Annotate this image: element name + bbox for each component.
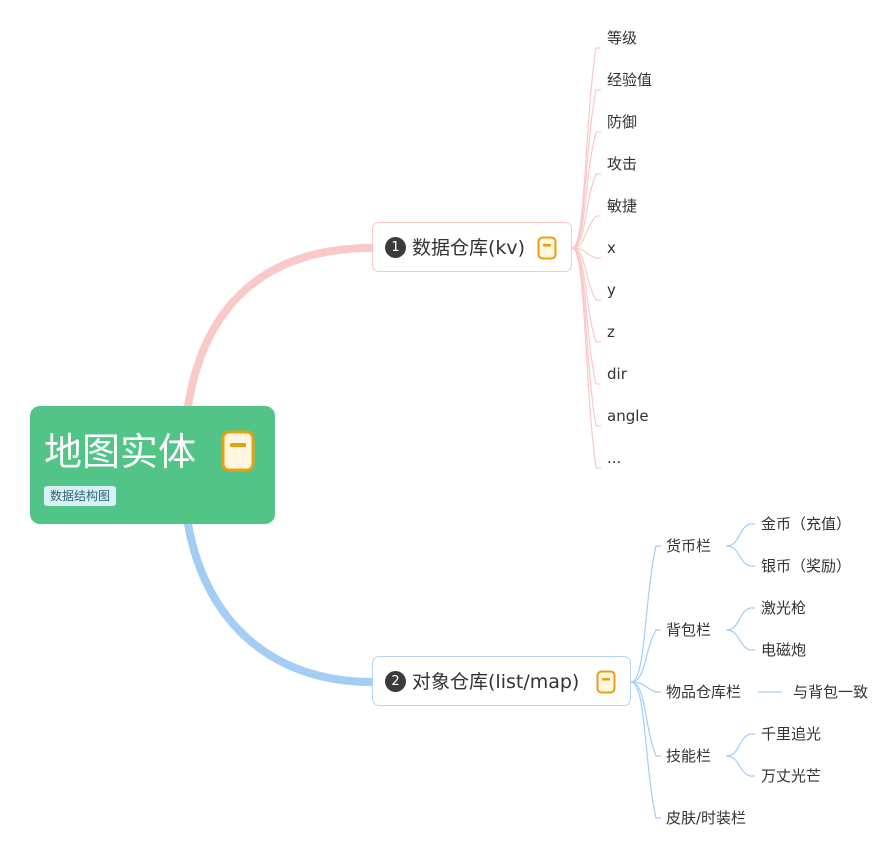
root-to-branch-2-link: [184, 520, 376, 686]
child-node-4[interactable]: 技能栏: [666, 747, 712, 765]
branch-label: 对象仓库(list/map): [412, 671, 580, 693]
branch-node-1[interactable]: 1 数据仓库(kv): [372, 222, 572, 272]
grandchild-node[interactable]: 千里追光: [761, 725, 822, 743]
leaf-2[interactable]: 经验值: [607, 71, 653, 89]
grandchild-node[interactable]: 电磁炮: [761, 641, 807, 659]
child-node-1[interactable]: 货币栏: [666, 537, 712, 555]
grandchild-node[interactable]: 银币（奖励）: [761, 557, 852, 575]
grandchild-link: [725, 523, 755, 547]
branch-2-leaf-links: [630, 523, 782, 819]
leaf-7[interactable]: y: [607, 281, 616, 299]
grandchild-link: [725, 733, 755, 757]
child-link: [630, 629, 661, 683]
grandchild-node[interactable]: 激光枪: [761, 599, 807, 617]
leaf-8[interactable]: z: [607, 323, 615, 341]
branch-number-badge: 1: [385, 237, 406, 258]
root-tag: 数据结构图: [44, 486, 117, 506]
note-icon[interactable]: [537, 236, 557, 260]
leaf-6[interactable]: x: [607, 239, 616, 257]
leaf-10[interactable]: angle: [607, 407, 649, 425]
leaf-5[interactable]: 敏捷: [607, 197, 638, 215]
leaf-link: [571, 131, 601, 249]
leaf-link: [571, 215, 601, 249]
branch-1-leaf-links: [571, 47, 601, 469]
root-title: 地图实体: [44, 430, 197, 474]
leaf-link: [571, 89, 601, 249]
grandchild-link: [725, 629, 755, 651]
leaf-link: [571, 173, 601, 249]
child-node-2[interactable]: 背包栏: [666, 621, 712, 639]
note-icon[interactable]: [596, 670, 616, 694]
leaf-9[interactable]: dir: [607, 365, 627, 383]
root-node[interactable]: 地图实体 数据结构图: [30, 406, 275, 524]
leaf-link: [571, 47, 601, 249]
child-node-5[interactable]: 皮肤/时装栏: [666, 809, 747, 827]
root-to-branch-1-link: [184, 244, 376, 410]
child-link: [630, 545, 661, 683]
leaf-link: [571, 247, 601, 259]
branch-number-badge: 2: [385, 671, 406, 692]
grandchild-link: [725, 607, 755, 631]
leaf-link: [571, 247, 601, 469]
leaf-1[interactable]: 等级: [607, 29, 638, 47]
leaf-4[interactable]: 攻击: [607, 155, 638, 173]
grandchild-node[interactable]: 与背包一致: [793, 683, 869, 701]
leaf-11[interactable]: ...: [607, 449, 622, 467]
child-link: [630, 681, 661, 819]
note-icon[interactable]: [221, 430, 255, 472]
branch-label: 数据仓库(kv): [412, 237, 526, 259]
child-link: [630, 681, 661, 757]
child-link: [630, 681, 661, 693]
leaf-link: [571, 247, 601, 301]
grandchild-link: [725, 545, 755, 567]
child-node-3[interactable]: 物品仓库栏: [666, 683, 742, 701]
grandchild-node[interactable]: 万丈光芒: [761, 767, 822, 785]
leaf-3[interactable]: 防御: [607, 113, 638, 131]
grandchild-link: [725, 755, 755, 777]
branch-node-2[interactable]: 2 对象仓库(list/map): [372, 656, 631, 706]
grandchild-node[interactable]: 金币（充值）: [761, 515, 852, 533]
